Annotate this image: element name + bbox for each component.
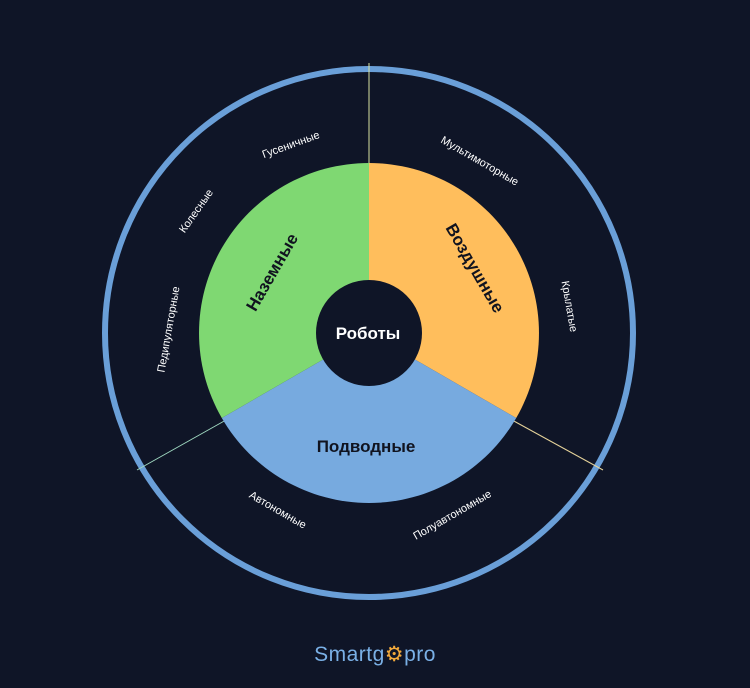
logo-text-end: pro — [404, 643, 436, 666]
sector-label-underwater: Подводные — [317, 437, 416, 456]
logo-text-start: Smartg — [314, 643, 385, 666]
item-winged: Крылатые — [559, 280, 580, 333]
item-wheeled: Колесные — [177, 187, 216, 235]
item-autonomous: Автономные — [247, 489, 308, 531]
item-pedipulator: Педипуляторные — [156, 286, 183, 374]
divider-right — [511, 419, 604, 471]
center-label: Роботы — [336, 324, 401, 343]
center-hub — [316, 280, 422, 386]
sector-underwater — [221, 333, 517, 503]
divider-left — [136, 419, 227, 471]
item-semi-autonomous: Полуавтономные — [411, 488, 493, 542]
smartgopro-logo: Smartg⚙pro — [0, 642, 750, 667]
item-multirotor: Мультимоторные — [439, 134, 521, 188]
item-tracked: Гусеничные — [261, 129, 322, 161]
gear-icon: ⚙ — [384, 643, 405, 666]
